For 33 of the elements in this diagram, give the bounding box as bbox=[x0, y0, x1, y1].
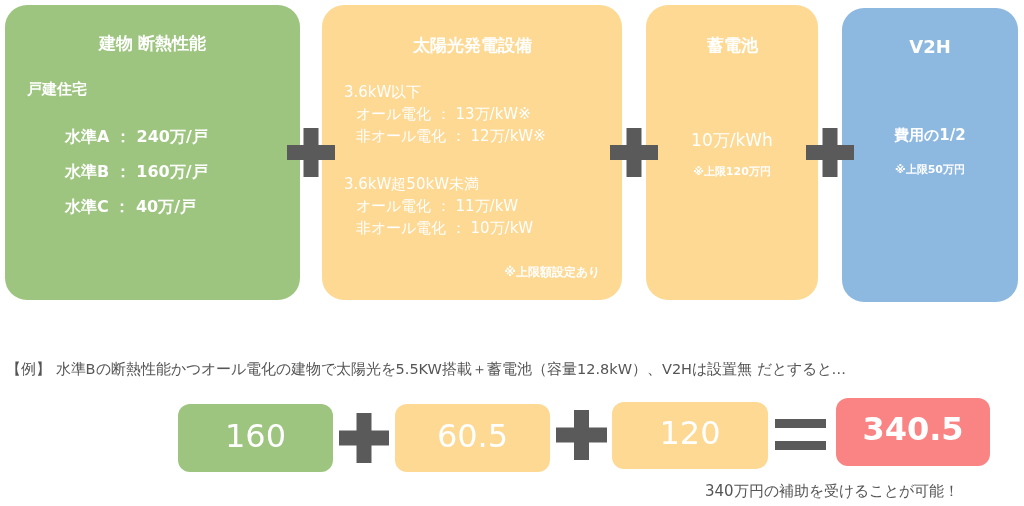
card-text: 10万/kWh bbox=[691, 130, 773, 151]
category-card bbox=[646, 5, 818, 300]
card-text: 3.6kW超50kW未満 bbox=[344, 175, 479, 193]
card-text: 非オール電化 ： 10万/kW bbox=[356, 219, 534, 237]
card-text: 3.6kW以下 bbox=[344, 83, 422, 101]
card-text: オール電化 ： 11万/kW bbox=[356, 197, 519, 215]
card-text: 水準A ： 240万/戸 bbox=[65, 127, 208, 147]
card-text: 水準C ： 40万/戸 bbox=[65, 197, 196, 217]
card-heading: 太陽光発電設備 bbox=[412, 35, 532, 56]
value-box bbox=[612, 402, 768, 469]
card-heading: 建物 断熱性能 bbox=[98, 33, 207, 54]
card-heading: 蓄電池 bbox=[706, 35, 758, 56]
value-box bbox=[395, 404, 550, 472]
card-text: ※上限50万円 bbox=[895, 163, 965, 177]
note-text: 340万円の補助を受けることが可能！ bbox=[705, 482, 959, 501]
card-text: 非オール電化 ： 12万/kW※ bbox=[356, 127, 546, 145]
amount-text: 120 bbox=[659, 414, 721, 453]
card-text: ※上限120万円 bbox=[693, 165, 771, 179]
card-text: ※上限額設定あり bbox=[504, 265, 600, 280]
card-heading: V2H bbox=[909, 36, 951, 58]
category-card bbox=[5, 5, 300, 300]
card-text: 戸建住宅 bbox=[27, 80, 87, 98]
card-text: オール電化 ： 13万/kW※ bbox=[356, 105, 531, 123]
amount-text: 160 bbox=[224, 417, 287, 456]
value-box bbox=[178, 404, 333, 472]
amount-text: 340.5 bbox=[862, 410, 964, 449]
result-box bbox=[836, 398, 990, 466]
category-card bbox=[322, 5, 622, 300]
example-text: 【例】 水準Bの断熱性能かつオール電化の建物で太陽光を5.5KW搭載＋蓄電池（容量12.8kW）、V2Hは設置無 だとすると… bbox=[6, 360, 847, 379]
card-text: 費用の1/2 bbox=[894, 126, 966, 144]
category-card bbox=[842, 8, 1018, 302]
card-text: 水準B ： 160万/戸 bbox=[65, 162, 208, 182]
amount-text: 60.5 bbox=[436, 417, 509, 456]
